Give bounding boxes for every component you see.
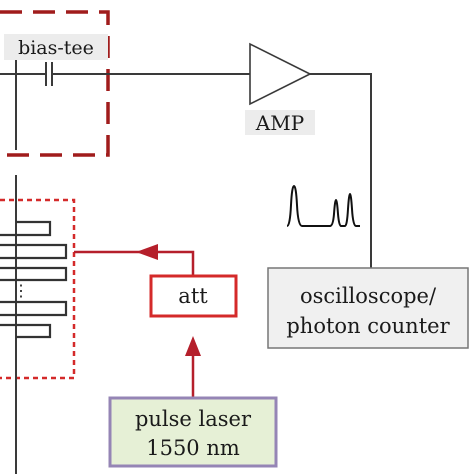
amp-label-bg (245, 110, 315, 135)
nanowire-meander (0, 220, 68, 339)
attenuator-label: att (178, 284, 208, 308)
amp-to-oscilloscope-wire (310, 73, 372, 268)
oscilloscope-box (267, 267, 469, 349)
optical-arrow-left (136, 244, 158, 260)
optical-path-att-to-detector (158, 250, 195, 276)
attenuator-box (149, 274, 238, 318)
meander-continuation-dots: ⋮ (13, 281, 29, 300)
amp-label: AMP (255, 111, 304, 135)
bias-tee-label: bias-tee (18, 37, 94, 59)
pulse-laser-label-line1: pulse laser (135, 407, 252, 431)
oscilloscope-label-line2: photon counter (286, 314, 450, 338)
detector-box (0, 198, 76, 380)
oscilloscope-label-line1: oscilloscope/ (300, 284, 437, 308)
bias-tee-box (0, 10, 110, 157)
pulse-laser-label-line2: 1550 nm (146, 436, 240, 460)
optical-arrow-up (185, 336, 201, 356)
amplifier-triangle (249, 42, 312, 106)
bias-tee-label-bg (4, 34, 108, 60)
pulse-waveform (286, 184, 360, 227)
pulse-laser-box (108, 396, 278, 468)
